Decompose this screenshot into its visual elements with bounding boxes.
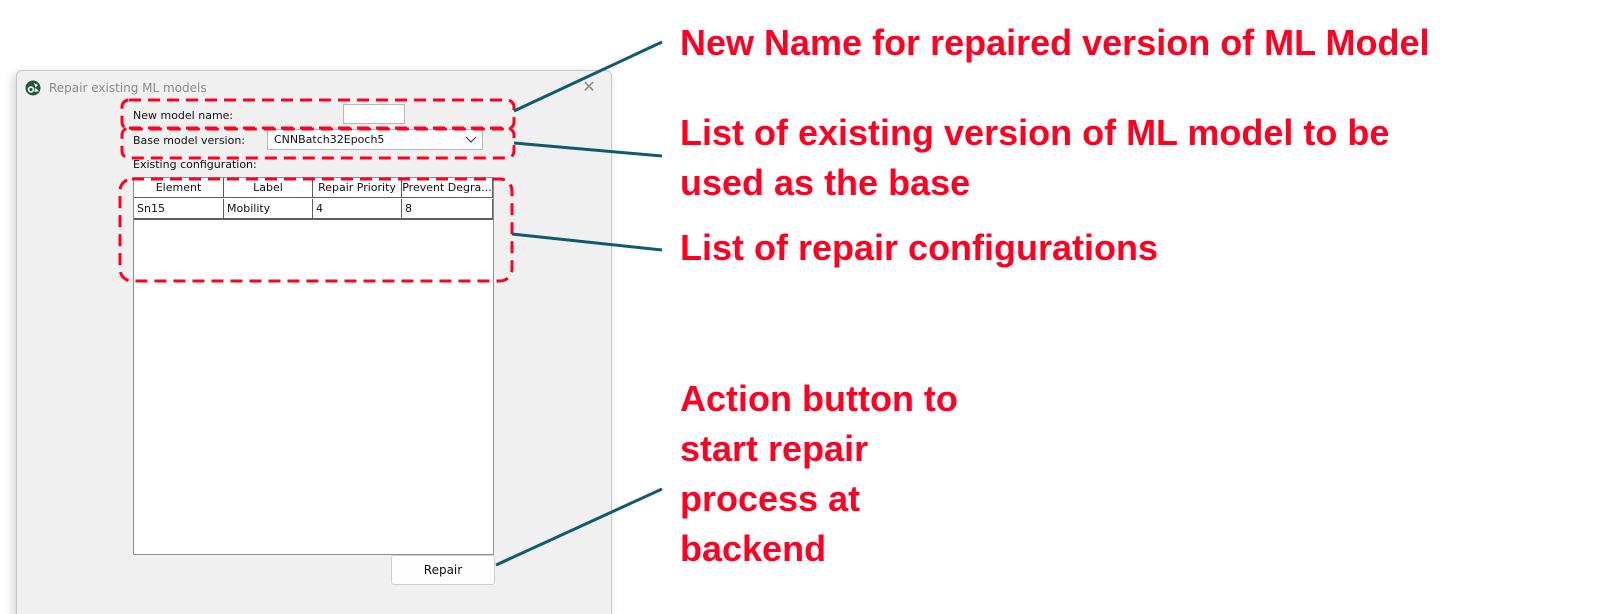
column-header-prevent-degradation[interactable]: Prevent Degra... xyxy=(402,178,493,198)
window-title: Repair existing ML models xyxy=(49,81,207,95)
table-cell[interactable]: Mobility xyxy=(224,199,313,219)
annotation-new-name: New Name for repaired version of ML Mode… xyxy=(680,18,1430,68)
table-cell[interactable]: Sn15 xyxy=(134,199,224,219)
annotation-action-button: Action button to start repair process at… xyxy=(680,374,958,574)
annotation-text: process at xyxy=(680,478,861,519)
annotation-text: Action button to xyxy=(680,378,958,419)
base-model-version-label: Base model version: xyxy=(133,134,246,147)
annotation-text: List of repair configurations xyxy=(680,227,1159,268)
repair-button[interactable]: Repair xyxy=(391,555,495,585)
existing-configuration-label: Existing configuration: xyxy=(133,158,257,171)
chevron-down-icon xyxy=(465,136,477,143)
repair-models-dialog: Repair existing ML models ✕ New model na… xyxy=(16,70,612,614)
close-icon[interactable]: ✕ xyxy=(582,77,596,96)
annotation-text: backend xyxy=(680,528,827,569)
column-header-repair-priority[interactable]: Repair Priority xyxy=(313,178,402,198)
annotation-text: List of existing version of ML model to … xyxy=(680,112,1390,153)
base-model-version-value: CNNBatch32Epoch5 xyxy=(274,133,385,146)
column-header-element[interactable]: Element xyxy=(134,178,224,198)
column-header-label[interactable]: Label xyxy=(224,178,313,198)
base-model-version-dropdown[interactable]: CNNBatch32Epoch5 xyxy=(267,129,483,150)
annotation-text: used as the base xyxy=(680,162,971,203)
new-model-name-label: New model name: xyxy=(133,109,234,122)
table-cell[interactable]: 4 xyxy=(313,199,402,219)
annotation-text: start repair xyxy=(680,428,869,469)
app-logo-icon xyxy=(25,80,41,96)
annotation-repair-configurations: List of repair configurations xyxy=(680,223,1158,273)
title-bar: Repair existing ML models ✕ xyxy=(17,71,611,105)
table-row[interactable]: Sn15 Mobility 4 8 xyxy=(134,199,493,220)
annotation-base-version-list: List of existing version of ML model to … xyxy=(680,108,1389,208)
configuration-table[interactable]: Element Label Repair Priority Prevent De… xyxy=(133,177,494,555)
table-cell[interactable]: 8 xyxy=(402,199,493,219)
table-header: Element Label Repair Priority Prevent De… xyxy=(134,178,493,198)
new-model-name-input[interactable] xyxy=(343,104,405,124)
annotation-text: New Name for repaired version of ML Mode… xyxy=(680,22,1430,63)
